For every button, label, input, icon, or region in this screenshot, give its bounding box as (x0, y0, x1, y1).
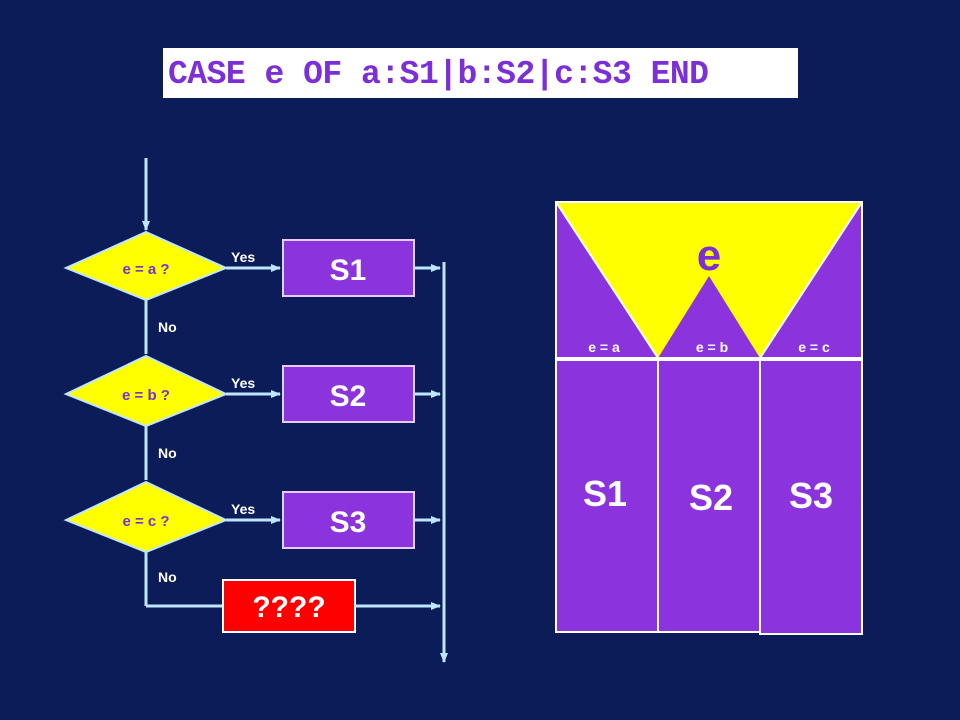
case-condition-c: e = c (798, 339, 830, 355)
no-label-a: No (158, 319, 177, 335)
no-label-c: No (158, 569, 177, 585)
statement-label-s1: S1 (330, 254, 367, 287)
decision-label-b: e = b ? (122, 387, 170, 404)
decision-diamond-a (63, 230, 229, 302)
statement-box-s2 (282, 365, 415, 423)
case-condition-a: e = a (588, 339, 620, 355)
decision-label-c: e = c ? (122, 513, 169, 530)
decision-diamond-c (63, 480, 229, 554)
no-label-b: No (158, 445, 177, 461)
case-column-s3 (759, 359, 863, 635)
header-diagonal-right (759, 201, 863, 359)
default-box (222, 579, 356, 633)
case-statement-s2: S2 (689, 477, 733, 518)
case-condition-b: e = b (696, 339, 728, 355)
slide-title: CASE e OF a:S1|b:S2|c:S3 END (168, 56, 709, 93)
statement-label-s3: S3 (330, 506, 367, 539)
case-statement-s1: S1 (583, 473, 627, 514)
structogram: e e = a e = b e = c S1 S2 S3 (555, 201, 863, 635)
yes-label-c: Yes (231, 501, 255, 517)
decision-label-a: e = a ? (122, 261, 169, 278)
default-label: ???? (252, 591, 325, 624)
case-column-s1 (555, 359, 659, 633)
header-diagonal-left (555, 201, 659, 359)
case-statement-s3: S3 (789, 475, 833, 516)
header-border (555, 201, 863, 359)
decision-diamond-b (63, 354, 229, 428)
title-box (163, 48, 798, 98)
statement-box-s3 (282, 491, 415, 549)
yes-label-b: Yes (231, 375, 255, 391)
statement-label-s2: S2 (330, 380, 367, 413)
selector-label: e (697, 231, 721, 280)
statement-box-s1 (282, 239, 415, 297)
yes-label-a: Yes (231, 249, 255, 265)
header-middle-wedge (658, 276, 760, 358)
flowchart: e = a ? e = b ? e = c ? Yes Yes Yes No N… (63, 158, 448, 663)
